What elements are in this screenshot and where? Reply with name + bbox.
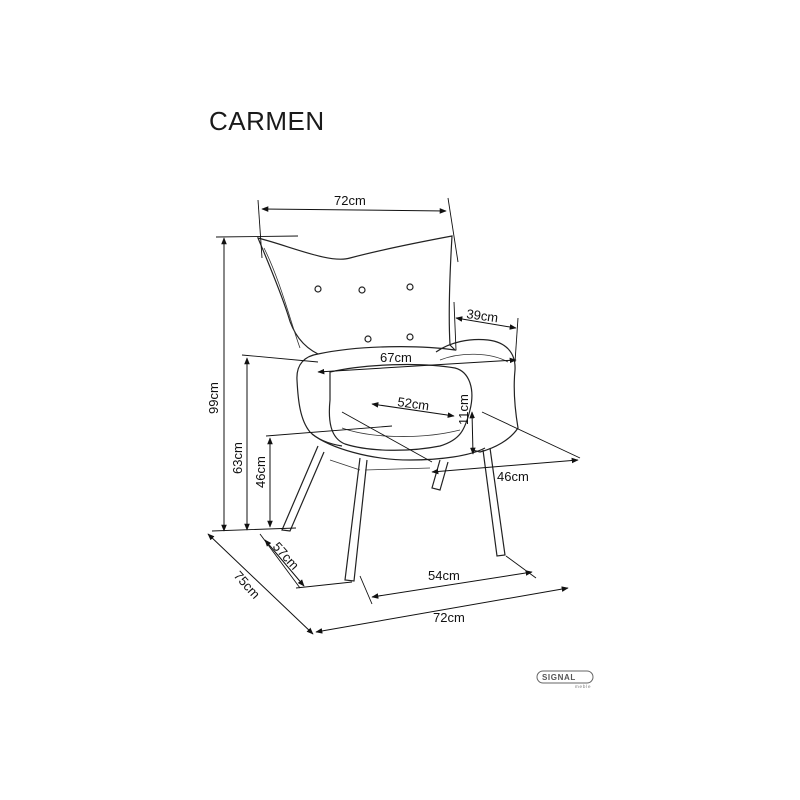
leg-front-left — [281, 445, 325, 532]
brand-subtitle: meble — [575, 684, 591, 689]
label-width-top: 72cm — [334, 193, 366, 208]
dim-arm-depth — [455, 316, 517, 330]
brand-name: SIGNAL — [542, 673, 576, 682]
label-inner-width: 67cm — [380, 350, 412, 365]
dim-seat-width — [371, 402, 455, 418]
brand-logo: SIGNAL meble — [536, 670, 594, 689]
label-seat-depth: 46cm — [497, 469, 529, 484]
seat-base — [311, 433, 486, 461]
tuft-button — [358, 286, 366, 294]
dim-width-top — [261, 206, 447, 214]
dim-seat-depth — [431, 457, 579, 475]
label-total-width: 72cm — [433, 610, 465, 625]
label-total-height: 99cm — [206, 382, 221, 414]
dim-inner-width — [317, 357, 517, 375]
leg-back-right — [431, 459, 449, 491]
label-arm-depth: 39cm — [466, 306, 500, 325]
label-seat-height: 46cm — [253, 456, 268, 488]
backrest-seam — [263, 247, 301, 349]
label-leg-depth: 57cm — [270, 539, 302, 573]
label-total-depth: 75cm — [231, 568, 263, 602]
product-title: CARMEN — [209, 106, 325, 136]
backrest — [256, 235, 457, 355]
leg-back-left — [344, 457, 368, 582]
leg-brace — [364, 467, 431, 471]
label-arm-height: 11cm — [456, 394, 471, 425]
dim-arm-height — [469, 411, 476, 455]
label-seat-width: 52cm — [397, 394, 431, 413]
tuft-button — [364, 335, 372, 343]
seat-front-seam — [341, 427, 461, 437]
leg-brace — [329, 459, 361, 471]
label-leg-width: 54cm — [428, 568, 460, 583]
tuft-button — [314, 285, 322, 293]
leg-front-right — [482, 447, 506, 557]
dim-total-depth — [207, 533, 314, 635]
right-armrest — [435, 338, 519, 453]
tuft-button — [406, 283, 414, 291]
dimension-labels: 72cm 39cm 67cm 52cm 11cm 46cm 99cm 63cm … — [206, 193, 529, 625]
dimension-lines — [207, 197, 581, 635]
chair-outline — [256, 235, 519, 582]
tuft-button — [406, 333, 414, 341]
label-arm-height-floor: 63cm — [230, 442, 245, 474]
dim-total-width — [315, 586, 569, 634]
